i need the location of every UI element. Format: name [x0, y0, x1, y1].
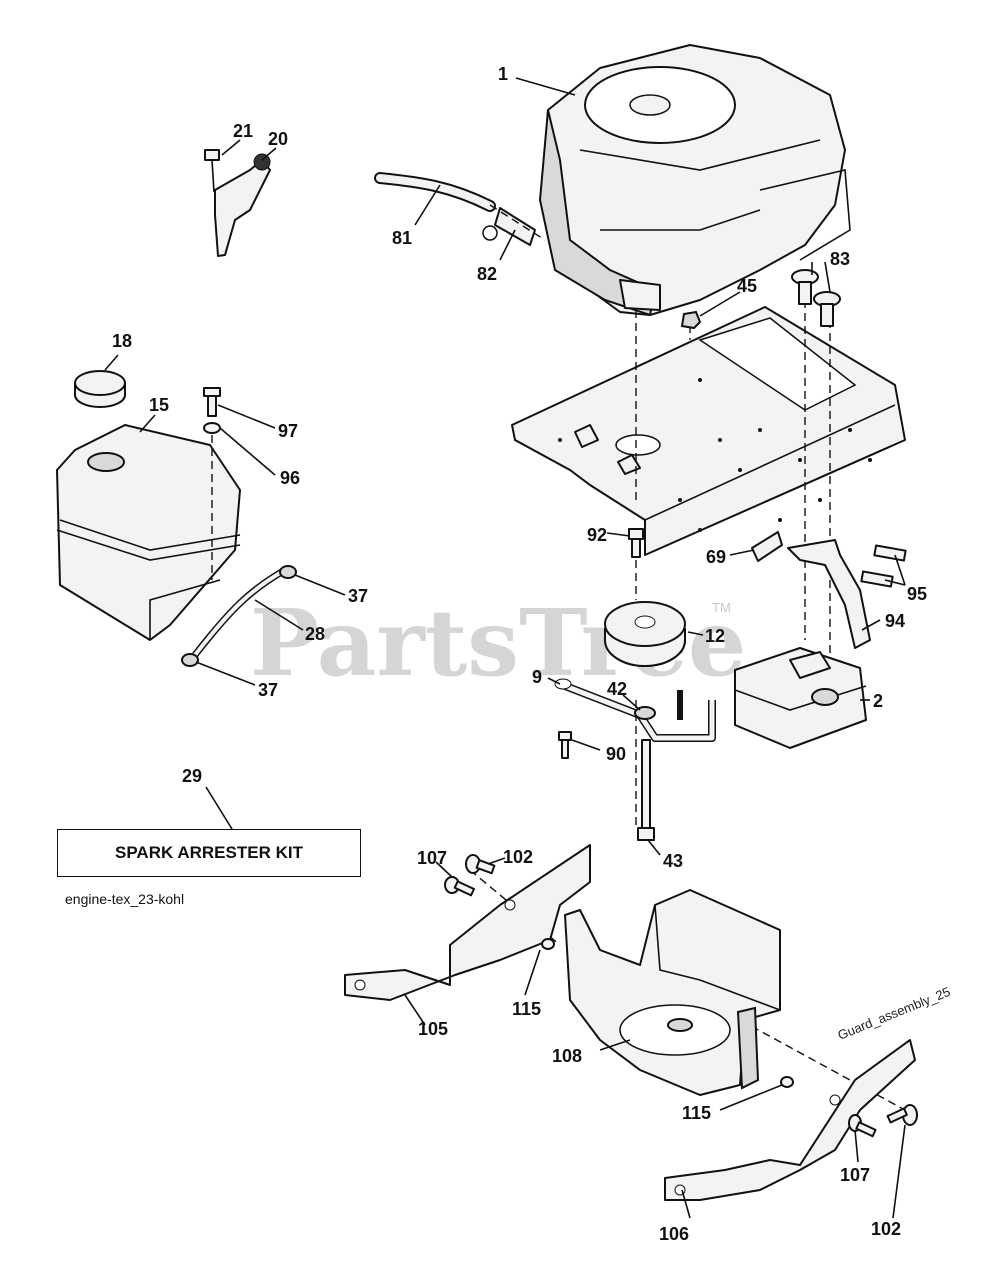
- fuel-hose-part: [374, 172, 546, 246]
- callout-bracket: 9: [532, 667, 542, 687]
- spark-arrester-kit-label: SPARK ARRESTER KIT: [115, 843, 303, 862]
- callout-rail-106: 106: [659, 1224, 689, 1244]
- bolts-83-part: [791, 269, 841, 327]
- fuel-cap-part: [74, 370, 126, 408]
- muffler-part: [734, 647, 867, 749]
- spark-arrester-kit-box: SPARK ARRESTER KIT: [57, 829, 361, 877]
- callout-muffler: 2: [873, 691, 883, 711]
- leader-lines: [104, 77, 906, 1219]
- engine-assembly: [538, 44, 851, 317]
- callout-bolts-95: 95: [907, 584, 927, 604]
- callout-nut-45: 45: [737, 276, 757, 296]
- rail-106-part: [664, 1039, 916, 1201]
- callout-guard: 108: [552, 1046, 582, 1066]
- bolt-92-part: [628, 528, 644, 558]
- callout-engine: 1: [498, 64, 508, 84]
- fuel-tank-part: [56, 424, 241, 641]
- guard-stamp: Guard_assembly_25: [836, 984, 953, 1043]
- washer-115-bottom-part: [780, 1076, 794, 1088]
- engine-mount-plate: [511, 306, 906, 556]
- bolt-43-part: [637, 739, 655, 841]
- bracket-part: [554, 678, 716, 742]
- callout-bolt-107-bottom: 107: [840, 1165, 870, 1185]
- callout-bolt-43: 43: [663, 851, 683, 871]
- callout-bolt-102-bottom: 102: [871, 1219, 901, 1239]
- callout-bolt-90: 90: [606, 744, 626, 764]
- washer-115-top-part: [541, 938, 555, 950]
- callout-gasket-69: 69: [706, 547, 726, 567]
- bolt-90-part: [558, 731, 572, 759]
- nut-45-part: [680, 310, 702, 330]
- washer-96-part: [203, 422, 221, 434]
- rail-105-part: [344, 844, 591, 1001]
- callout-spark-kit: 29: [182, 766, 202, 786]
- callout-fuel-line: 28: [305, 624, 325, 644]
- callout-exhaust-pipe: 94: [885, 611, 905, 631]
- callout-fitting-82: 82: [477, 264, 497, 284]
- callout-hose-81: 81: [392, 228, 412, 248]
- callout-fuel-tank: 15: [149, 395, 169, 415]
- callout-washer-96: 96: [280, 468, 300, 488]
- callout-screw-97: 97: [278, 421, 298, 441]
- callout-throttle-screw: 21: [233, 121, 253, 141]
- diagram-reference-code: engine-tex_23-kohl: [65, 891, 185, 907]
- screw-97-part: [203, 387, 221, 417]
- callout-throttle-control: 20: [268, 129, 288, 149]
- callout-bolts-83: 83: [830, 249, 850, 269]
- callout-rail-105: 105: [418, 1019, 448, 1039]
- callout-pulley: 12: [705, 626, 725, 646]
- callout-bolt-92: 92: [587, 525, 607, 545]
- callout-bolt-107-top: 107: [417, 848, 447, 868]
- callout-nut-42: 42: [607, 679, 627, 699]
- exhaust-pipe-part: [751, 531, 907, 649]
- callout-washer-115-bottom: 115: [682, 1103, 711, 1123]
- bolt-102-top-part: [465, 854, 496, 875]
- callout-bolt-102-top: 102: [503, 847, 533, 867]
- bolt-107-bottom-part: [848, 1114, 877, 1138]
- engine-guard-part: [564, 889, 781, 1096]
- callout-clamp-top: 37: [348, 586, 368, 606]
- bolt-107-top-part: [444, 876, 476, 897]
- watermark-trademark: TM: [712, 600, 731, 615]
- throttle-control-part: [204, 149, 271, 257]
- callout-washer-115-top: 115: [512, 999, 541, 1019]
- pulley-part: [604, 601, 686, 667]
- callout-clamp-bottom: 37: [258, 680, 278, 700]
- bolt-102-bottom-part: [886, 1104, 918, 1126]
- callout-fuel-cap: 18: [112, 331, 132, 351]
- assembly-guide-lines: [469, 300, 906, 1111]
- fuel-line-part: [181, 565, 297, 667]
